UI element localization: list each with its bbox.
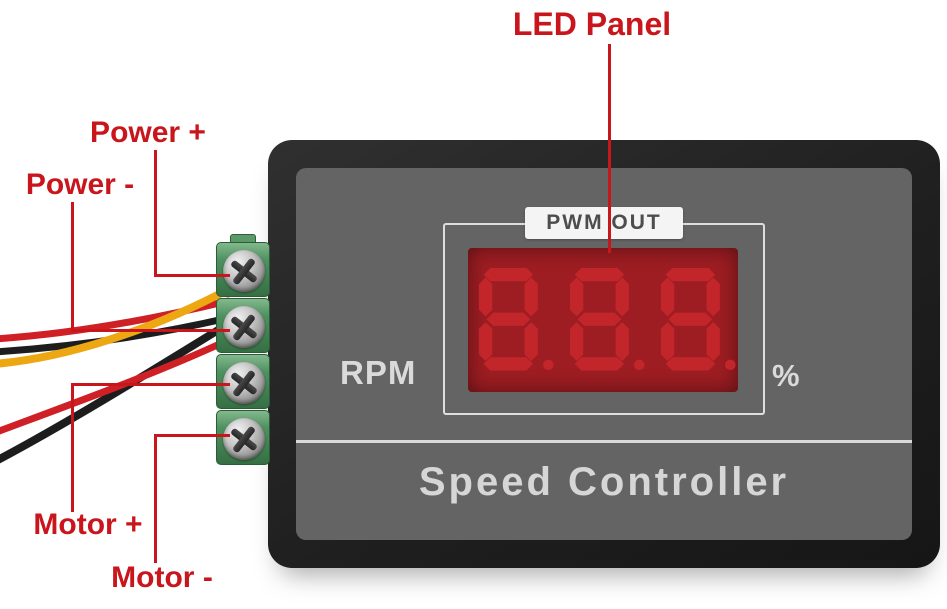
pwm-out-badge: PWM OUT	[525, 207, 683, 239]
power-plus-callout-line-v	[154, 150, 157, 277]
decimal-point	[634, 359, 645, 371]
motor-plus-callout-line-v	[71, 383, 74, 512]
terminal-screw	[223, 250, 265, 292]
digit	[478, 267, 554, 371]
speed-controller-device: PWM OUT RPM % Speed Controller	[268, 140, 940, 568]
power-plus-label: Power +	[90, 116, 206, 149]
decimal-point	[725, 359, 736, 371]
device-name-label: Speed Controller	[418, 460, 790, 504]
terminal-segment	[216, 410, 270, 465]
terminal-segment	[216, 242, 270, 297]
motor-plus-callout-line-h	[71, 383, 230, 386]
rpm-label: RPM	[340, 354, 417, 391]
power-minus-callout-line-v	[71, 202, 74, 332]
power-minus-callout-line-h	[71, 329, 230, 332]
led-display	[468, 248, 738, 392]
terminal-screw	[223, 418, 265, 460]
motor-minus-label: Motor -	[111, 561, 213, 594]
digit	[660, 267, 736, 371]
motor-plus-label: Motor +	[33, 508, 143, 541]
power-minus-label: Power -	[25, 168, 135, 201]
led-panel-callout-line	[608, 44, 611, 253]
power-black-wire	[0, 314, 232, 356]
panel-divider-line	[296, 440, 912, 443]
motor-minus-callout-line-v	[154, 434, 157, 563]
front-panel: PWM OUT RPM % Speed Controller	[296, 168, 912, 540]
terminal-screw	[223, 306, 265, 348]
decimal-point	[543, 359, 554, 371]
led-panel-label: LED Panel	[512, 6, 672, 42]
digit	[569, 267, 645, 371]
seven-segment-digits	[478, 267, 736, 371]
power-yellow-wire	[0, 285, 233, 368]
terminal-segment	[216, 298, 270, 353]
motor-black-wire	[0, 320, 232, 464]
motor-minus-callout-line-h	[154, 434, 230, 437]
terminal-segment	[216, 354, 270, 409]
power-plus-callout-line-h	[154, 274, 230, 277]
power-red-wire	[0, 297, 232, 343]
motor-red-wire	[0, 338, 228, 435]
percent-label: %	[772, 358, 800, 393]
